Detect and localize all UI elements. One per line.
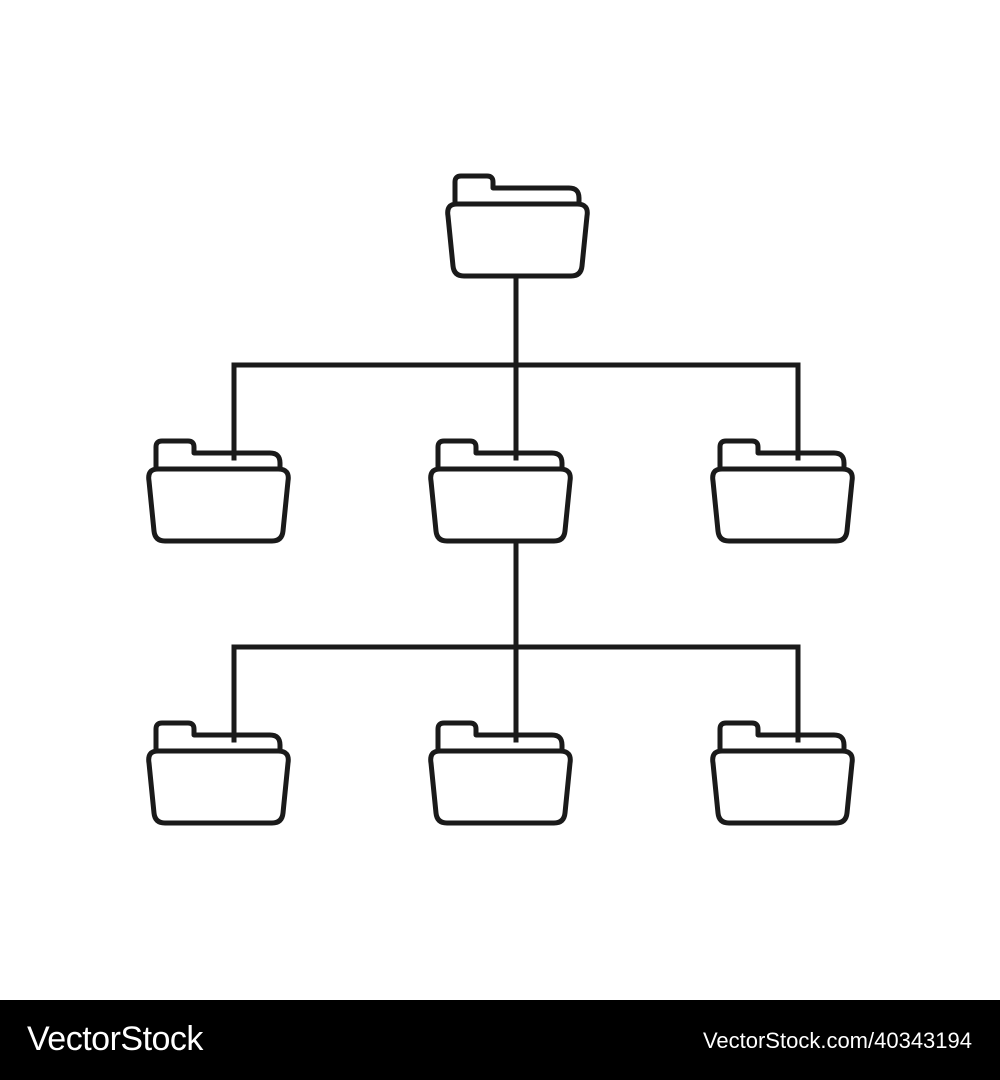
child-center-folder-icon [431,441,571,541]
grandchild-right-folder-icon [713,723,853,823]
child-left-folder-icon [149,441,289,541]
brand-logo-text: VectorStock [27,1020,203,1058]
diagram-canvas [0,0,1000,1000]
child-right-folder-icon [713,441,853,541]
connector-lines [231,273,801,743]
root-folder-icon [448,176,588,276]
image-id-text: VectorStock.com/40343194 [702,1028,972,1053]
watermark-footer: VectorStock VectorStock.com/40343194 [0,1000,1000,1080]
grandchild-center-folder-icon [431,723,571,823]
folder-tree-diagram [0,0,1000,1000]
grandchild-left-folder-icon [149,723,289,823]
